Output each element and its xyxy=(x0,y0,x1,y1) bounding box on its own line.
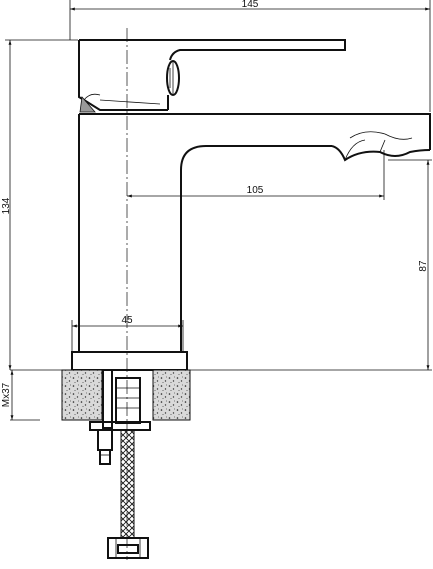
dim-spout-height-label: 87 xyxy=(418,260,429,272)
dimension-overall-height: 134 xyxy=(1,39,78,370)
dim-spout-reach-label: 105 xyxy=(247,185,264,196)
dimension-overall-width: 145 xyxy=(69,0,431,112)
faucet-handle xyxy=(78,39,346,113)
dimension-spout-reach: 105 xyxy=(127,150,385,200)
dimension-thread: Mx37 xyxy=(1,370,14,420)
base-plate xyxy=(71,351,188,371)
dim-base-diameter-label: 45 xyxy=(121,315,133,326)
dim-overall-height-label: 134 xyxy=(1,197,12,214)
dimension-base-diameter: 45 xyxy=(71,315,184,352)
dimension-spout-height: 87 xyxy=(388,159,432,370)
dim-overall-width-label: 145 xyxy=(242,0,259,10)
faucet-body xyxy=(78,113,431,353)
countertop-left xyxy=(61,369,103,421)
flex-hose xyxy=(107,429,149,559)
countertop-right xyxy=(152,369,191,421)
dim-thread-label: Mx37 xyxy=(1,382,12,407)
mounting-stud xyxy=(89,369,151,465)
